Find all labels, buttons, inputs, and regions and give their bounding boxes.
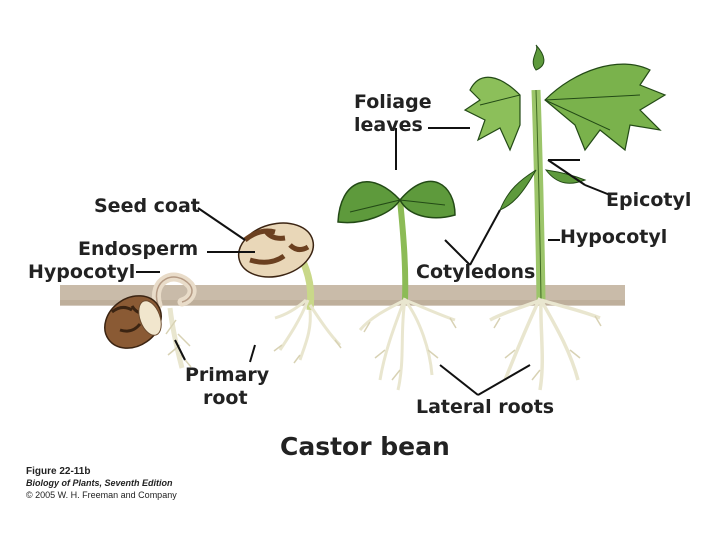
label-foliage-leaves-line1: Foliage: [354, 92, 432, 113]
figure-number: Figure 22-11b: [26, 466, 90, 477]
label-primary-root-line1: Primary: [185, 365, 269, 386]
copyright-notice: © 2005 W. H. Freeman and Company: [26, 490, 177, 500]
book-title: Biology of Plants, Seventh Edition: [26, 478, 173, 488]
label-cotyledons: Cotyledons: [416, 262, 535, 283]
label-lateral-roots: Lateral roots: [416, 397, 554, 418]
label-primary-root-line2: root: [203, 388, 248, 409]
label-hypocotyl-left: Hypocotyl: [28, 262, 135, 283]
diagram-title: Castor bean: [280, 432, 450, 461]
label-hypocotyl-right: Hypocotyl: [560, 227, 667, 248]
label-seed-coat: Seed coat: [94, 196, 200, 217]
label-epicotyl: Epicotyl: [606, 190, 691, 211]
label-foliage-leaves-line2: leaves: [354, 115, 423, 136]
label-endosperm: Endosperm: [78, 239, 198, 260]
